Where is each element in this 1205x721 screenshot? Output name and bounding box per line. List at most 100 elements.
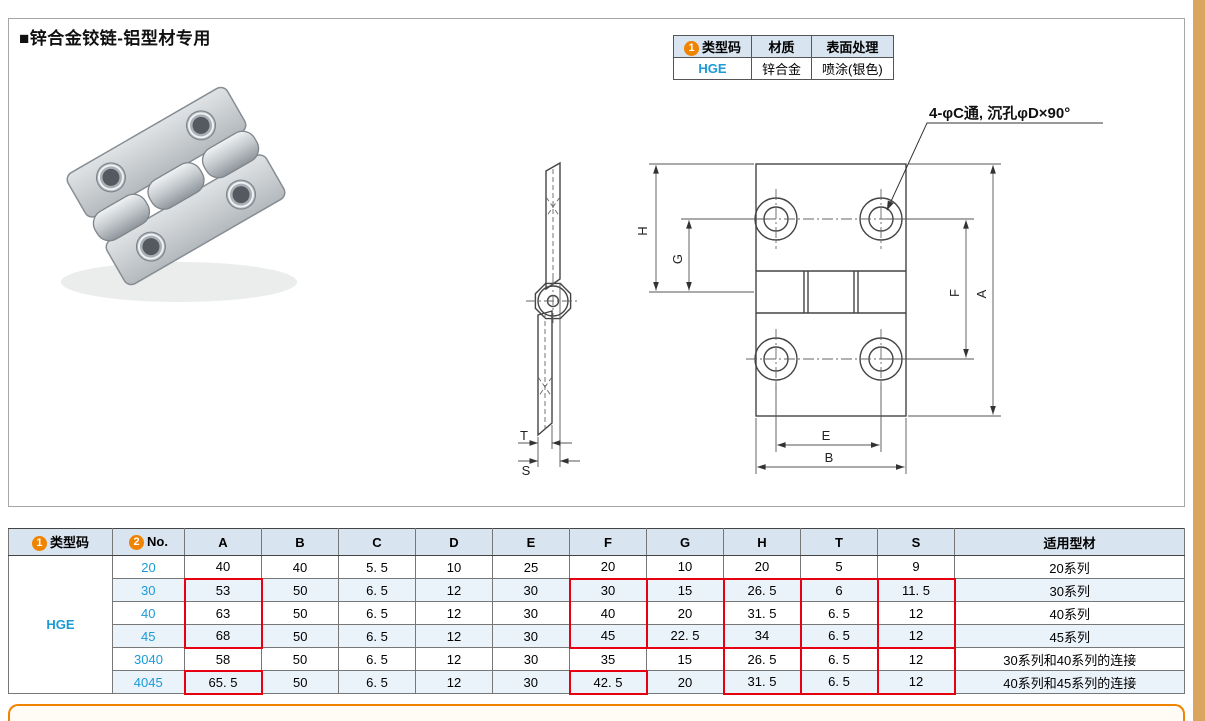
part-no-cell[interactable]: 45 [112,624,185,648]
dim-cell-h-highlighted: 26. 5 [722,646,802,671]
profile-cell: 30系列 [954,578,1185,602]
dimension-label-s: S [522,463,531,478]
column-header-a: A [184,528,262,556]
hole-annotation: 4-φC通, 沉孔φD×90° [886,104,1103,211]
dim-cell-c: 6. 5 [338,624,416,648]
page-title: ■锌合金铰链-铝型材专用 [19,29,211,48]
dim-cell-s-highlighted: 12 [876,646,956,671]
dim-cell-f-highlighted: 40 [568,601,648,625]
center-lines [746,189,911,389]
dimension-label-e: E [822,428,831,443]
dim-cell-f: 20 [569,555,647,579]
dim-cell-b: 50 [261,647,339,671]
dim-cell-f-highlighted: 30 [568,577,648,602]
dim-cell-e: 30 [492,578,570,602]
column-header-s: S [877,528,955,556]
dim-cell-e: 25 [492,555,570,579]
dim-cell-a: 58 [184,647,262,671]
note-box-top-edge [8,704,1185,721]
dimension-label-h: H [635,226,650,235]
dim-cell-h-highlighted: 31. 5 [722,601,802,625]
dim-cell-e: 30 [492,601,570,625]
dim-cell-b: 50 [261,624,339,648]
dim-cell-b: 50 [261,578,339,602]
dim-cell-c: 6. 5 [338,670,416,694]
dim-cell-e: 30 [492,624,570,648]
profile-cell: 30系列和40系列的连接 [954,647,1185,671]
dim-cell-a-highlighted: 68 [183,624,263,649]
dim-cell-d: 10 [415,555,493,579]
dimension-label-t: T [520,428,528,443]
profile-cell: 40系列和45系列的连接 [954,670,1185,694]
table-row: HGE 锌合金 喷涂(银色) [672,57,894,80]
badge-1-icon: 1 [31,536,47,551]
dim-cell-h-highlighted: 31. 5 [722,670,802,695]
hinge-body [66,86,286,286]
part-no-cell[interactable]: 30 [112,578,185,602]
counterbore-holes [95,110,257,262]
dim-cell-f-highlighted: 45 [568,624,648,649]
dim-cell-h-highlighted: 34 [722,624,802,649]
material-cell: 锌合金 [751,57,813,80]
dim-cell-s-highlighted: 12 [876,624,956,649]
dim-cell-d: 12 [415,647,493,671]
dim-cell-f: 35 [569,647,647,671]
dim-cell-g: 15 [646,647,724,671]
dimension-label-f: F [947,289,962,297]
dim-cell-h: 20 [723,555,801,579]
column-header-e: E [492,528,570,556]
hole-annotation-text: 4-φC通, 沉孔φD×90° [929,104,1070,122]
part-no-cell[interactable]: 40 [112,601,185,625]
type-code-cell: HGE [672,57,753,80]
profile-cell: 20系列 [954,555,1185,579]
part-no-cell[interactable]: 3040 [112,647,185,671]
dim-cell-s: 9 [877,555,955,579]
front-view-drawing: 4-φC通, 沉孔φD×90° H G F A E B [635,104,1103,474]
dim-cell-g: 20 [646,670,724,694]
dim-cell-d: 12 [415,578,493,602]
dim-cell-s-highlighted: 12 [876,670,956,695]
dim-cell-c: 5. 5 [338,555,416,579]
dim-cell-s-highlighted: 11. 5 [876,577,956,602]
dim-cell-t-highlighted: 6. 5 [799,601,879,625]
dim-cell-t-highlighted: 6. 5 [799,624,879,649]
part-no-cell[interactable]: 4045 [112,670,185,694]
dim-cell-t-highlighted: 6. 5 [799,670,879,695]
part-no-cell[interactable]: 20 [112,555,185,579]
profile-cell: 45系列 [954,624,1185,648]
dim-cell-a-highlighted: 53 [183,577,263,602]
dim-cell-a-highlighted: 65. 5 [183,669,263,695]
dim-cell-t: 5 [800,555,878,579]
dimension-lines [649,163,1001,474]
dim-cell-b: 50 [261,601,339,625]
dim-cell-s-highlighted: 12 [876,601,956,625]
dim-cell-d: 12 [415,624,493,648]
type-code-cell: HGE [8,555,113,694]
column-header-profile: 适用型材 [954,528,1185,556]
column-header-t: T [800,528,878,556]
column-header-label: 类型码 [702,39,742,55]
column-header-finish: 表面处理 [811,35,894,58]
dim-cell-f-highlighted: 42. 5 [568,669,648,695]
dim-cell-c: 6. 5 [338,647,416,671]
dim-cell-b: 50 [261,670,339,694]
photo-shadow [61,262,297,302]
column-header-b: B [261,528,339,556]
center-lines [526,277,580,325]
dim-cell-g-highlighted: 22. 5 [645,624,725,649]
column-header-d: D [415,528,493,556]
dimension-lines [518,283,580,467]
dim-cell-a-highlighted: 63 [183,601,263,625]
